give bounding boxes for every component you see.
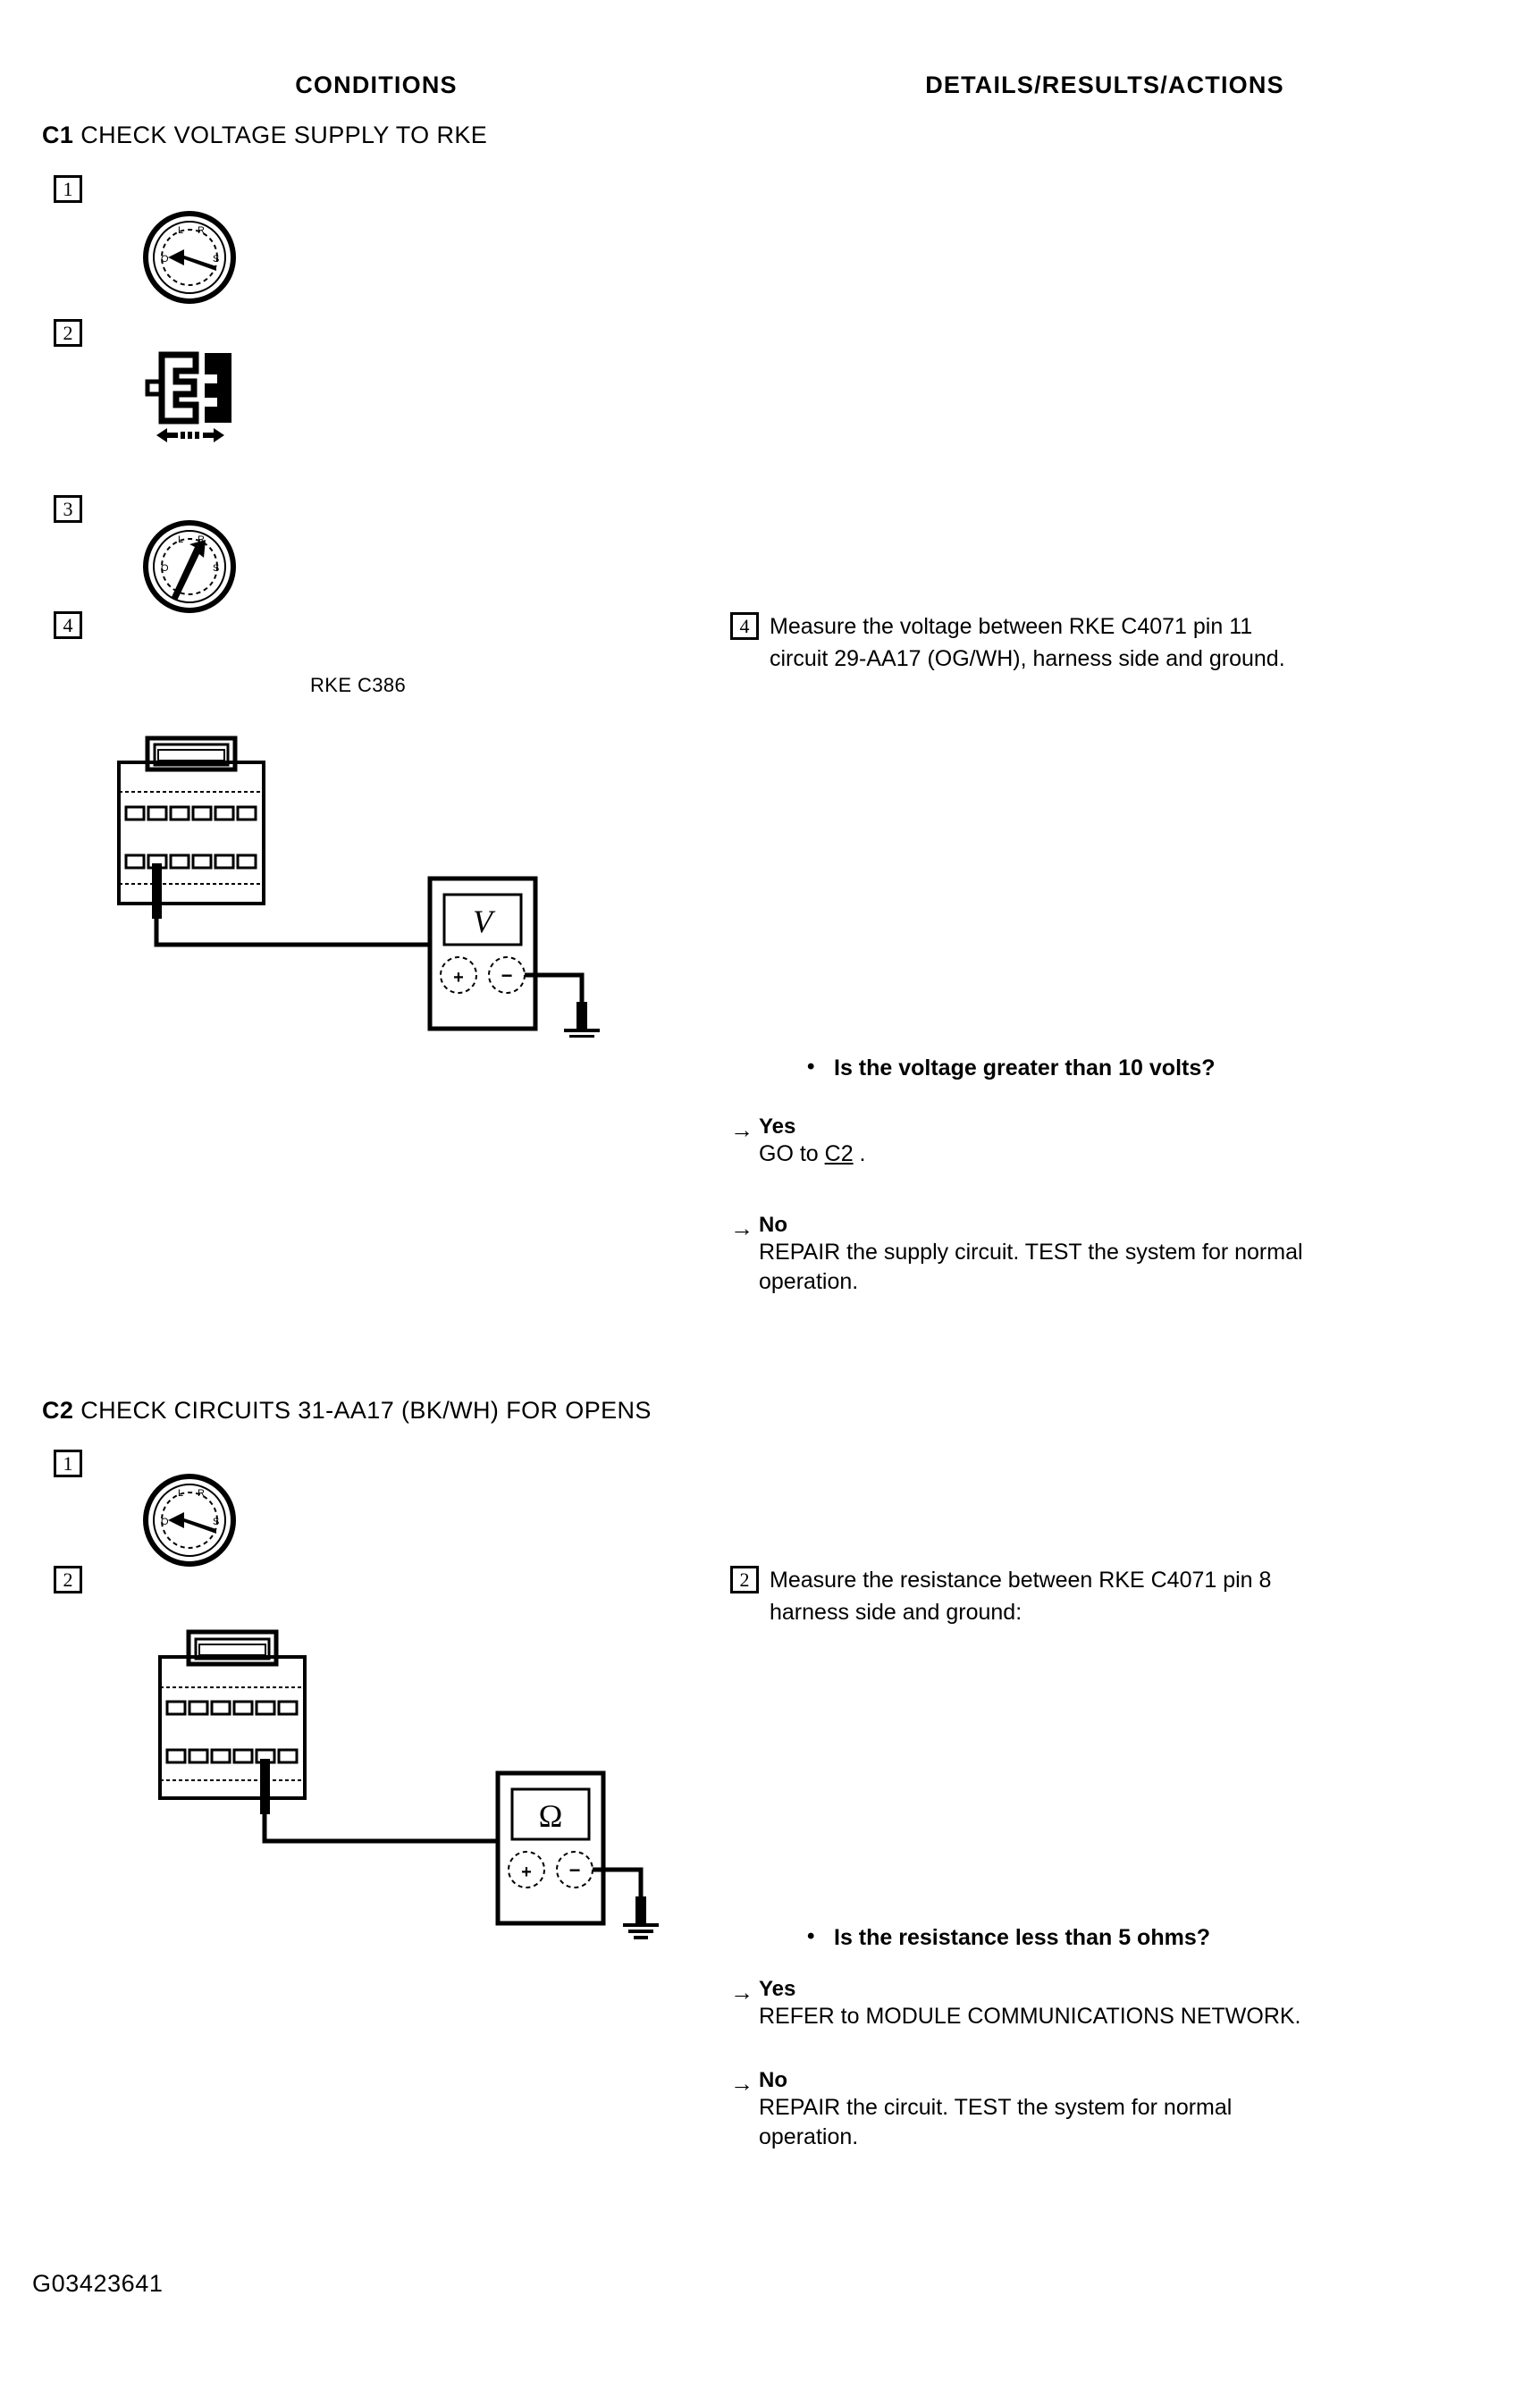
- instruction-text-c2: Measure the resistance between RKE C4071…: [770, 1568, 1272, 1625]
- conditions-cell-c1: 1 L R O S 2: [42, 160, 711, 1386]
- svg-text:+: +: [521, 1862, 532, 1882]
- instruction-step-marker-c2: 2: [730, 1566, 759, 1593]
- svg-text:Ω: Ω: [539, 1798, 563, 1834]
- svg-text:−: −: [501, 964, 513, 987]
- step-marker-c2-2: 2: [54, 1566, 82, 1593]
- bullet-icon: •: [807, 1924, 815, 1948]
- arrow-right-icon: →: [730, 1979, 753, 2005]
- step-marker-c1-3: 3: [54, 495, 82, 523]
- arrow-right-icon: →: [730, 1215, 753, 1241]
- branch-body-no-c2: REPAIR the circuit. TEST the system for …: [759, 2095, 1233, 2149]
- connector-ohmmeter-figure: Ω + −: [106, 1598, 661, 1960]
- question-text-c2: Is the resistance less than 5 ohms?: [834, 1925, 1210, 1950]
- ignition-key-run-icon: L R O S: [143, 520, 236, 613]
- instruction-text-c1: Measure the voltage between RKE C4071 pi…: [770, 614, 1285, 671]
- branch-body-yes-c1: GO to C2 .: [759, 1139, 1472, 1169]
- details-cell-c2: 2 Measure the resistance between RKE C40…: [711, 1435, 1499, 2229]
- svg-text:R: R: [198, 534, 205, 545]
- ignition-key-off-icon: L R O S: [143, 1474, 236, 1567]
- svg-text:O: O: [161, 254, 169, 265]
- conditions-cell-c2: 1 L R O S 2: [42, 1435, 711, 2229]
- branch-label-no-c1: No: [759, 1213, 787, 1237]
- section-title-c1: CHECK VOLTAGE SUPPLY TO RKE: [80, 122, 488, 148]
- svg-text:V: V: [473, 904, 496, 939]
- section-bar-row-c1: C1 CHECK VOLTAGE SUPPLY TO RKE: [42, 111, 1499, 160]
- arrow-right-icon: →: [730, 1116, 753, 1143]
- instruction-c1: 4 Measure the voltage between RKE C4071 …: [730, 610, 1472, 675]
- branch-label-yes-c1: Yes: [759, 1114, 796, 1139]
- figure-id-label: G03423641: [32, 2270, 164, 2297]
- table-header-row: CONDITIONS DETAILS/RESULTS/ACTIONS: [42, 59, 1499, 111]
- question-c1: • Is the voltage greater than 10 volts?: [807, 1054, 1216, 1082]
- section-body-row-c2: 1 L R O S 2: [42, 1435, 1499, 2229]
- cross-reference-c2[interactable]: C2: [824, 1141, 854, 1166]
- section-body-row-c1: 1 L R O S 2: [42, 160, 1499, 1386]
- svg-text:+: +: [453, 968, 464, 988]
- branch-label-no-c2: No: [759, 2068, 787, 2092]
- svg-text:L: L: [178, 534, 183, 545]
- column-header-conditions: CONDITIONS: [295, 71, 458, 98]
- instruction-c2: 2 Measure the resistance between RKE C40…: [730, 1564, 1472, 1628]
- branch-body-yes-c2: REFER to MODULE COMMUNICATIONS NETWORK.: [759, 2004, 1301, 2029]
- step-marker-c1-2: 2: [54, 319, 82, 347]
- section-code-c1: C1: [42, 122, 74, 148]
- step-marker-c1-1: 1: [54, 175, 82, 203]
- section-code-c2: C2: [42, 1397, 74, 1424]
- connector-voltmeter-figure: V + −: [65, 680, 602, 1045]
- svg-text:O: O: [161, 1517, 169, 1527]
- column-header-details: DETAILS/RESULTS/ACTIONS: [925, 71, 1284, 98]
- branch-label-yes-c2: Yes: [759, 1977, 796, 2001]
- svg-text:S: S: [213, 563, 219, 574]
- branch-yes-c1: → Yes GO to C2 .: [730, 1114, 1472, 1169]
- svg-text:L: L: [178, 225, 183, 236]
- branch-yes-c2: → Yes REFER to MODULE COMMUNICATIONS NET…: [730, 1977, 1472, 2031]
- svg-text:L: L: [178, 1488, 183, 1499]
- bullet-icon: •: [807, 1055, 815, 1079]
- ignition-key-off-icon: L R O S: [143, 211, 236, 304]
- section-title-c2: CHECK CIRCUITS 31-AA17 (BK/WH) FOR OPENS: [80, 1397, 652, 1424]
- branch-body-suffix: .: [853, 1141, 866, 1166]
- connector-disconnect-icon: [131, 348, 248, 450]
- question-c2: • Is the resistance less than 5 ohms?: [807, 1923, 1210, 1952]
- instruction-step-marker-c1: 4: [730, 612, 759, 640]
- part-label-rke-c386: RKE C386: [310, 674, 407, 696]
- details-cell-c1: 4 Measure the voltage between RKE C4071 …: [711, 160, 1499, 1386]
- step-marker-c2-1: 1: [54, 1450, 82, 1477]
- svg-text:S: S: [213, 254, 219, 265]
- svg-text:O: O: [161, 563, 169, 574]
- branch-body-prefix: GO to: [759, 1141, 825, 1166]
- question-text-c1: Is the voltage greater than 10 volts?: [834, 1055, 1216, 1080]
- section-header-c1: C1 CHECK VOLTAGE SUPPLY TO RKE: [42, 111, 1499, 160]
- section-header-c2: C2 CHECK CIRCUITS 31-AA17 (BK/WH) FOR OP…: [42, 1386, 1499, 1435]
- svg-text:−: −: [569, 1859, 581, 1881]
- diagnostic-procedure-table: CONDITIONS DETAILS/RESULTS/ACTIONS C1 CH…: [42, 59, 1499, 2229]
- branch-no-c2: → No REPAIR the circuit. TEST the system…: [730, 2068, 1472, 2152]
- branch-body-no-c1: REPAIR the supply circuit. TEST the syst…: [759, 1240, 1303, 1294]
- arrow-right-icon: →: [730, 2070, 753, 2097]
- section-bar-row-c2: C2 CHECK CIRCUITS 31-AA17 (BK/WH) FOR OP…: [42, 1386, 1499, 1435]
- branch-no-c1: → No REPAIR the supply circuit. TEST the…: [730, 1213, 1472, 1297]
- step-marker-c1-4: 4: [54, 611, 82, 639]
- svg-text:S: S: [213, 1517, 219, 1527]
- svg-text:R: R: [198, 1488, 205, 1499]
- svg-text:R: R: [198, 225, 205, 236]
